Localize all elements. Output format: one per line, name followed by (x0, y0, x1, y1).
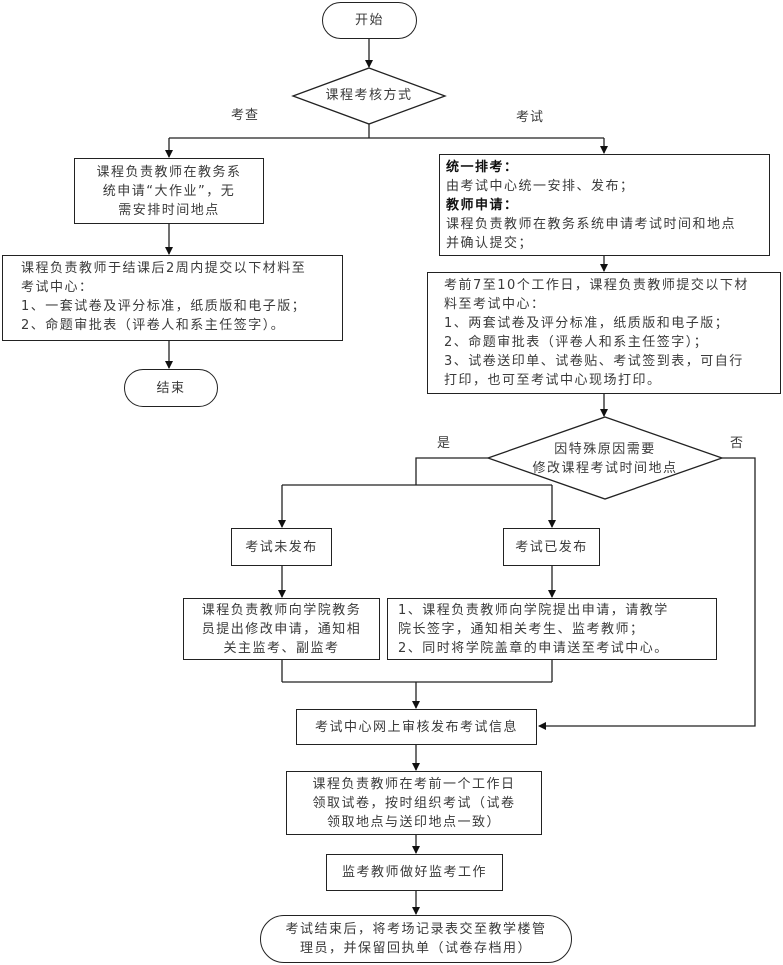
decision-change-label: 因特殊原因需要 修改课程考试时间地点 (510, 440, 700, 478)
text-line: 修改课程考试时间地点 (532, 461, 678, 476)
start-label: 开始 (354, 13, 384, 28)
text-line: 并确认提交； (446, 236, 534, 251)
published-box: 考试已发布 (503, 528, 600, 566)
heading-unified-scheduling: 统一排考： (446, 160, 519, 175)
review-label: 考试中心网上审核发布考试信息 (314, 719, 518, 735)
text-line: 课程负责教师在教务系 (96, 164, 242, 180)
text-line: 统申请“大作业”，无 (102, 183, 236, 199)
text-line: 考试结束后，将考场记录表交至教学楼管 (285, 922, 547, 937)
text-line: 领取地点与送印地点一致） (326, 814, 501, 830)
text-line: 1、两套试卷及评分标准，纸质版和电子版； (444, 316, 730, 331)
text-line: 打印，也可至考试中心现场打印。 (444, 373, 662, 388)
text-line: 料至考试中心： (444, 297, 546, 312)
invigilate-label: 监考教师做好监考工作 (341, 865, 487, 880)
not-published-label: 考试未发布 (245, 539, 318, 555)
not-published-box: 考试未发布 (231, 528, 332, 566)
text-line: 考前7至10个工作日，课程负责教师提交以下材 (444, 278, 749, 293)
text-line: 课程负责教师在考前一个工作日 (312, 776, 516, 792)
check-apply-box: 课程负责教师在教务系 统申请“大作业”，无 需安排时间地点 (74, 158, 264, 224)
text-line: 课程负责教师向学院教务 (201, 602, 362, 618)
published-label: 考试已发布 (515, 539, 588, 555)
text-line: 员提出修改申请，通知相 (201, 621, 362, 637)
text-line: 3、试卷送印单、试卷贴、考试签到表，可自行 (444, 354, 744, 369)
exam-schedule-box: 统一排考： 由考试中心统一安排、发布； 教师申请： 课程负责教师在教务系统申请考… (439, 154, 770, 256)
text-line: 课程负责教师在教务系统申请考试时间和地点 (446, 217, 737, 232)
final-terminal: 考试结束后，将考场记录表交至教学楼管 理员，并保留回执单（试卷存档用） (260, 915, 572, 963)
text-line: 理员，并保留回执单（试卷存档用） (299, 941, 532, 956)
branch-label-check: 考查 (231, 108, 260, 123)
end-label: 结束 (156, 380, 186, 396)
connector-no-branch (538, 457, 756, 730)
check-submit-box: 课程负责教师于结课后2周内提交以下材料至 考试中心： 1、一套试卷及评分标准，纸… (2, 255, 343, 341)
branch-label-no: 否 (730, 436, 745, 451)
invigilate-box: 监考教师做好监考工作 (326, 854, 503, 891)
text-line: 2、命题审批表（评卷人和系主任签字）； (444, 335, 709, 350)
text-line: 需安排时间地点 (118, 202, 220, 218)
branch-label-yes: 是 (437, 436, 452, 451)
text-line: 由考试中心统一安排、发布； (446, 179, 635, 194)
exam-materials-box: 考前7至10个工作日，课程负责教师提交以下材 料至考试中心： 1、两套试卷及评分… (427, 272, 781, 394)
text-line: 2、命题审批表（评卷人和系主任签字）。 (21, 318, 286, 333)
branch-label-exam: 考试 (516, 110, 545, 125)
decision-method-label: 课程考核方式 (325, 88, 413, 103)
heading-teacher-application: 教师申请： (446, 198, 519, 213)
text-line: 关主监考、副监考 (223, 640, 340, 656)
not-published-action-box: 课程负责教师向学院教务 员提出修改申请，通知相 关主监考、副监考 (183, 598, 380, 660)
text-line: 1、一套试卷及评分标准，纸质版和电子版； (21, 299, 307, 314)
text-line: 课程负责教师于结课后2周内提交以下材料至 (21, 261, 307, 276)
review-publish-box: 考试中心网上审核发布考试信息 (296, 709, 537, 745)
connector-yes-branch (415, 457, 488, 485)
end-terminal: 结束 (124, 369, 218, 407)
text-line: 考试中心： (21, 280, 94, 295)
decision-diamond-change (486, 416, 724, 500)
published-action-box: 1、课程负责教师向学院提出申请，请教学 院长签字，通知相关考生、监考教师； 2、… (387, 598, 717, 660)
text-line: 领取试卷，按时组织考试（试卷 (312, 795, 516, 811)
start-terminal: 开始 (322, 2, 417, 39)
text-line: 因特殊原因需要 (554, 442, 656, 457)
collect-papers-box: 课程负责教师在考前一个工作日 领取试卷，按时组织考试（试卷 领取地点与送印地点一… (286, 771, 542, 835)
text-line: 1、课程负责教师向学院提出申请，请教学 (398, 603, 669, 618)
text-line: 2、同时将学院盖章的申请送至考试中心。 (398, 641, 669, 656)
text-line: 院长签字，通知相关考生、监考教师； (398, 622, 645, 637)
